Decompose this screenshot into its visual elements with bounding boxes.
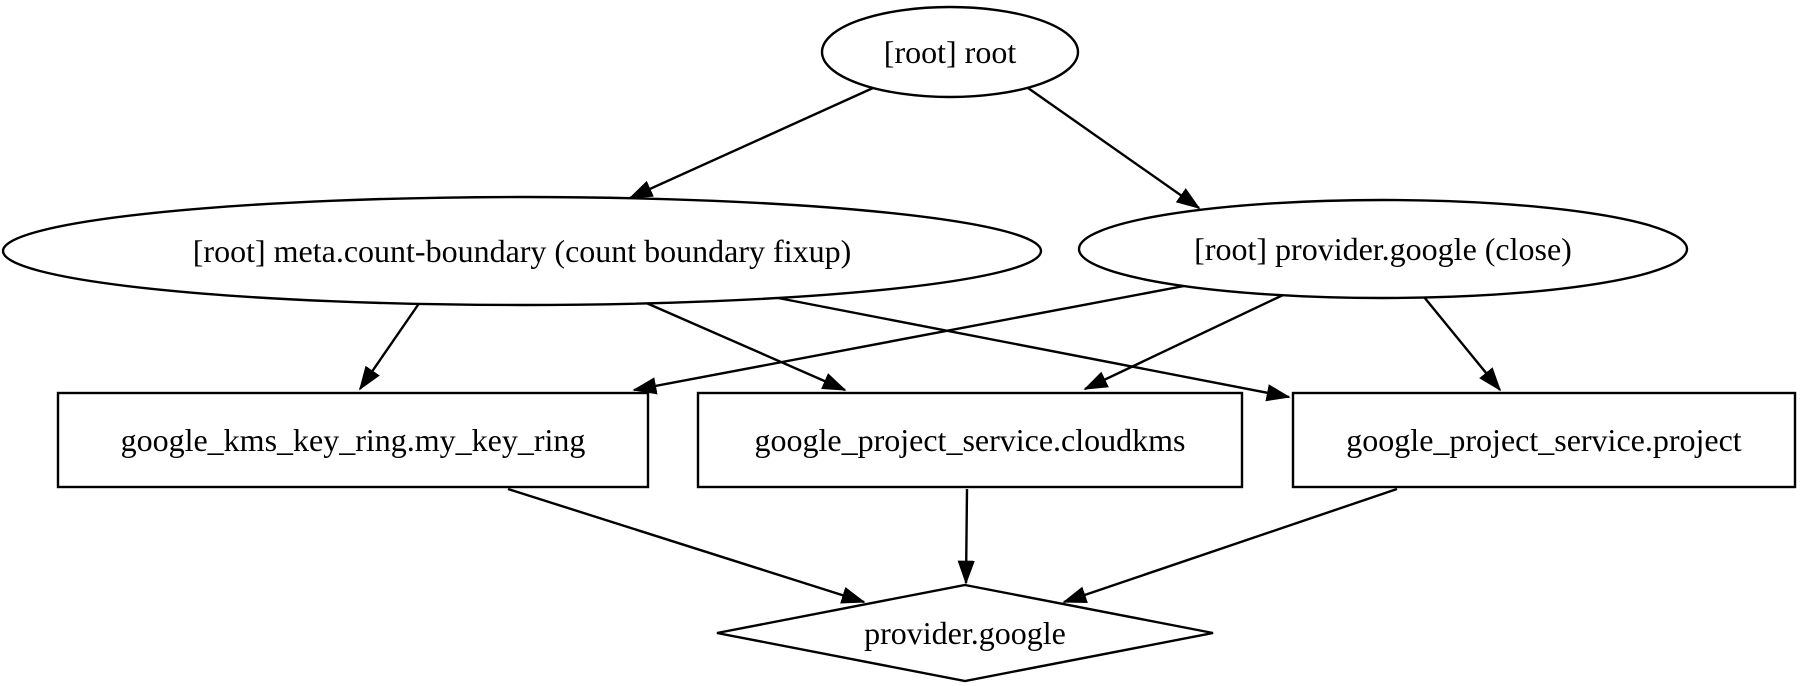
node-google-project-service-project: google_project_service.project [1291,391,1797,489]
edge-meta-count-boundary-to-google-project-service-cloudkms [643,300,847,392]
root-ellipse-shape [820,5,1080,99]
node-provider-google-close: [root] provider.google (close) [1077,198,1689,300]
edge-google-kms-key-ring-to-provider-google [507,487,866,604]
google-project-service-cloudkms-box-shape [696,391,1244,489]
provider-google-diamond-shape [716,583,1214,683]
node-provider-google: provider.google [716,583,1214,683]
node-label: google_kms_key_ring.my_key_ring [121,422,586,458]
node-root: [root] root [820,5,1080,99]
node-label: google_project_service.cloudkms [755,422,1186,458]
node-label: [root] provider.google (close) [1194,231,1572,267]
node-label: [root] meta.count-boundary (count bounda… [193,233,851,269]
provider-google-close-ellipse-shape [1077,198,1689,300]
google-kms-key-ring-box-shape [56,391,650,489]
node-label: google_project_service.project [1346,422,1742,458]
edge-root-to-meta-count-boundary [628,86,874,200]
edge-provider-google-close-to-google-project-service-project [1423,296,1502,392]
node-meta-count-boundary: [root] meta.count-boundary (count bounda… [1,195,1043,307]
google-project-service-project-box-shape [1291,391,1797,489]
edge-google-project-service-cloudkms-to-provider-google [957,488,975,585]
node-label: [root] root [884,34,1017,70]
nodes-layer: [root] root [root] meta.count-boundary (c… [1,5,1797,683]
meta-count-boundary-ellipse-shape [1,195,1043,307]
node-label: provider.google [864,615,1066,651]
edge-meta-count-boundary-to-google-kms-key-ring [359,301,421,391]
node-google-kms-key-ring: google_kms_key_ring.my_key_ring [56,391,650,489]
edge-provider-google-close-to-google-kms-key-ring [632,284,1185,395]
edge-google-project-service-project-to-provider-google [1062,487,1398,604]
edge-root-to-provider-google-close [1027,87,1201,209]
edges-layer [359,86,1502,604]
edge-provider-google-close-to-google-project-service-cloudkms [1083,293,1284,391]
node-google-project-service-cloudkms: google_project_service.cloudkms [696,391,1244,489]
edge-meta-count-boundary-to-google-project-service-project [772,295,1291,402]
